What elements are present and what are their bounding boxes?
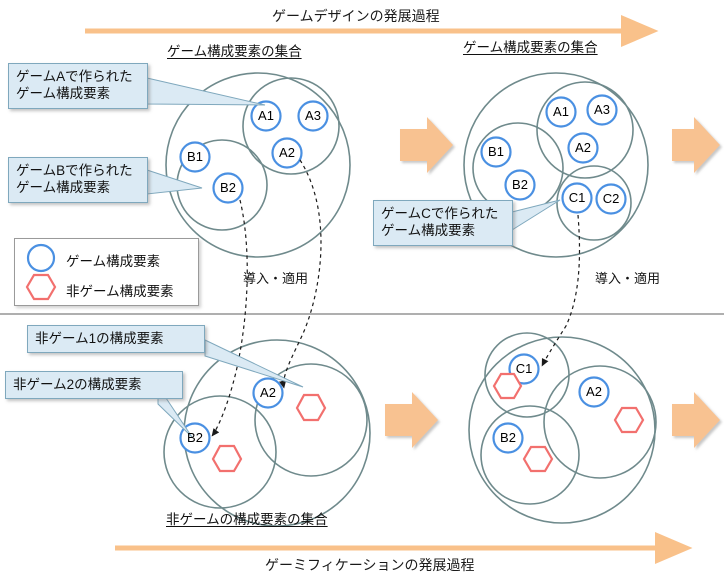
- node-label-a2-right: A2: [575, 140, 591, 155]
- hexagon-nongame2-left: [211, 444, 243, 473]
- group-c-bottomright: [484, 332, 570, 418]
- element-c1-bottomright: [508, 353, 540, 385]
- legend-hexagon-icon: [25, 273, 57, 301]
- element-a2-bottomright: [578, 376, 610, 408]
- callout-game-a-line1: ゲームAで作られた: [16, 69, 133, 84]
- callout-game-b-line1: ゲームBで作られた: [16, 163, 133, 178]
- element-b2-bottomright: [492, 422, 524, 454]
- node-label-a2-left: A2: [279, 145, 295, 160]
- set-title-game-right: ゲーム構成要素の集合: [463, 40, 598, 55]
- node-label-b1-right: B1: [488, 144, 504, 159]
- apply-curve-a2-left: [279, 159, 322, 389]
- callout-nongame-1[interactable]: 非ゲーム1の構成要素: [27, 325, 205, 353]
- callout-nongame-2[interactable]: 非ゲーム2の構成要素: [5, 371, 183, 399]
- callout-nongame-1-line1: 非ゲーム1の構成要素: [35, 330, 164, 346]
- block-arrow-bottom-right: [672, 392, 720, 448]
- node-label-a1-right: A1: [553, 104, 569, 119]
- group-nongame1-left: [254, 363, 368, 477]
- group-a-left: [242, 77, 340, 175]
- node-label-a1-left: A1: [258, 108, 274, 123]
- set-title-nongame: 非ゲームの構成要素の集合: [166, 512, 328, 527]
- set-title-game-left: ゲーム構成要素の集合: [167, 44, 302, 59]
- element-a3-right: [586, 94, 618, 126]
- hexagon-nongame1-right: [613, 406, 645, 434]
- callout-nongame-2-line1: 非ゲーム2の構成要素: [13, 376, 142, 392]
- element-b2-right: [504, 169, 536, 201]
- apply-label-right: 導入・適用: [595, 271, 661, 286]
- callout-game-a-line2: ゲーム構成要素: [16, 86, 111, 102]
- tail-nongame-1: [204, 339, 304, 388]
- block-arrow-top-middle: [400, 117, 453, 173]
- node-label-b2-bottomright: B2: [500, 430, 516, 445]
- block-arrow-bottom-middle: [385, 392, 438, 448]
- group-nongame2-right: [480, 405, 580, 505]
- element-a1-right: [545, 96, 577, 128]
- node-label-c1-right: C1: [568, 190, 586, 205]
- top-progress-label: ゲームデザインの発展過程: [272, 8, 440, 24]
- set-game-elements-right: [463, 72, 649, 258]
- group-c-right: [556, 165, 632, 241]
- tail-game-a: [146, 77, 266, 106]
- callout-game-c-line1: ゲームCで作られた: [381, 206, 499, 221]
- node-label-b1-left: B1: [187, 149, 203, 164]
- set-game-elements-left: [165, 72, 351, 258]
- node-label-a3-right: A3: [594, 102, 610, 117]
- group-nongame1-right: [543, 365, 657, 479]
- node-label-c1-bottomright: C1: [515, 361, 533, 376]
- element-b2-left: [212, 172, 244, 204]
- callout-game-a[interactable]: ゲームAで作られた ゲーム構成要素: [8, 63, 148, 109]
- tail-game-c: [511, 199, 561, 231]
- hexagon-nongame1-left: [295, 393, 327, 422]
- node-label-a2-bottomright: A2: [586, 384, 602, 399]
- element-a2-right: [567, 132, 599, 164]
- legend-circle-icon: [26, 243, 56, 273]
- apply-curve-b2-left: [211, 199, 248, 437]
- element-a2-bottomleft: [252, 377, 284, 409]
- apply-label-left: 導入・適用: [243, 271, 309, 286]
- block-arrow-top-right: [672, 117, 720, 173]
- legend-label-game-element: ゲーム構成要素: [66, 254, 161, 269]
- tail-game-b: [146, 169, 203, 195]
- node-label-b2-left: B2: [220, 180, 236, 195]
- callout-game-c[interactable]: ゲームCで作られた ゲーム構成要素: [373, 200, 513, 246]
- node-label-a2-bottomleft: A2: [260, 385, 276, 400]
- element-c2-right: [595, 183, 627, 215]
- group-a-right: [536, 81, 634, 179]
- callout-game-b-line2: ゲーム構成要素: [16, 180, 111, 196]
- node-label-b2-right: B2: [512, 177, 528, 192]
- apply-curve-c1-right: [541, 214, 581, 367]
- element-b1-right: [480, 136, 512, 168]
- apply-dashed-curves: [211, 159, 581, 437]
- node-label-a3-left: A3: [305, 108, 321, 123]
- legend-symbols: [25, 243, 57, 301]
- bottom-progress-label: ゲーミフィケーションの発展過程: [265, 557, 475, 573]
- element-a2-left: [271, 137, 303, 169]
- element-a1-left: [250, 100, 282, 132]
- callout-game-b[interactable]: ゲームBで作られた ゲーム構成要素: [8, 157, 148, 203]
- set-nongame-elements-right: [468, 332, 657, 524]
- element-a3-left: [297, 100, 329, 132]
- hexagon-nongame2-right: [522, 445, 554, 473]
- node-label-c2-right: C2: [602, 191, 620, 206]
- element-b1-left: [179, 141, 211, 173]
- node-label-b2-bottomleft: B2: [187, 430, 203, 445]
- element-c1-right: [561, 182, 593, 214]
- hexagon-c-bottomright: [492, 372, 523, 400]
- legend-label-nongame-element: 非ゲーム構成要素: [66, 284, 174, 299]
- callout-game-c-line2: ゲーム構成要素: [381, 223, 476, 239]
- group-nongame2-left: [163, 395, 277, 509]
